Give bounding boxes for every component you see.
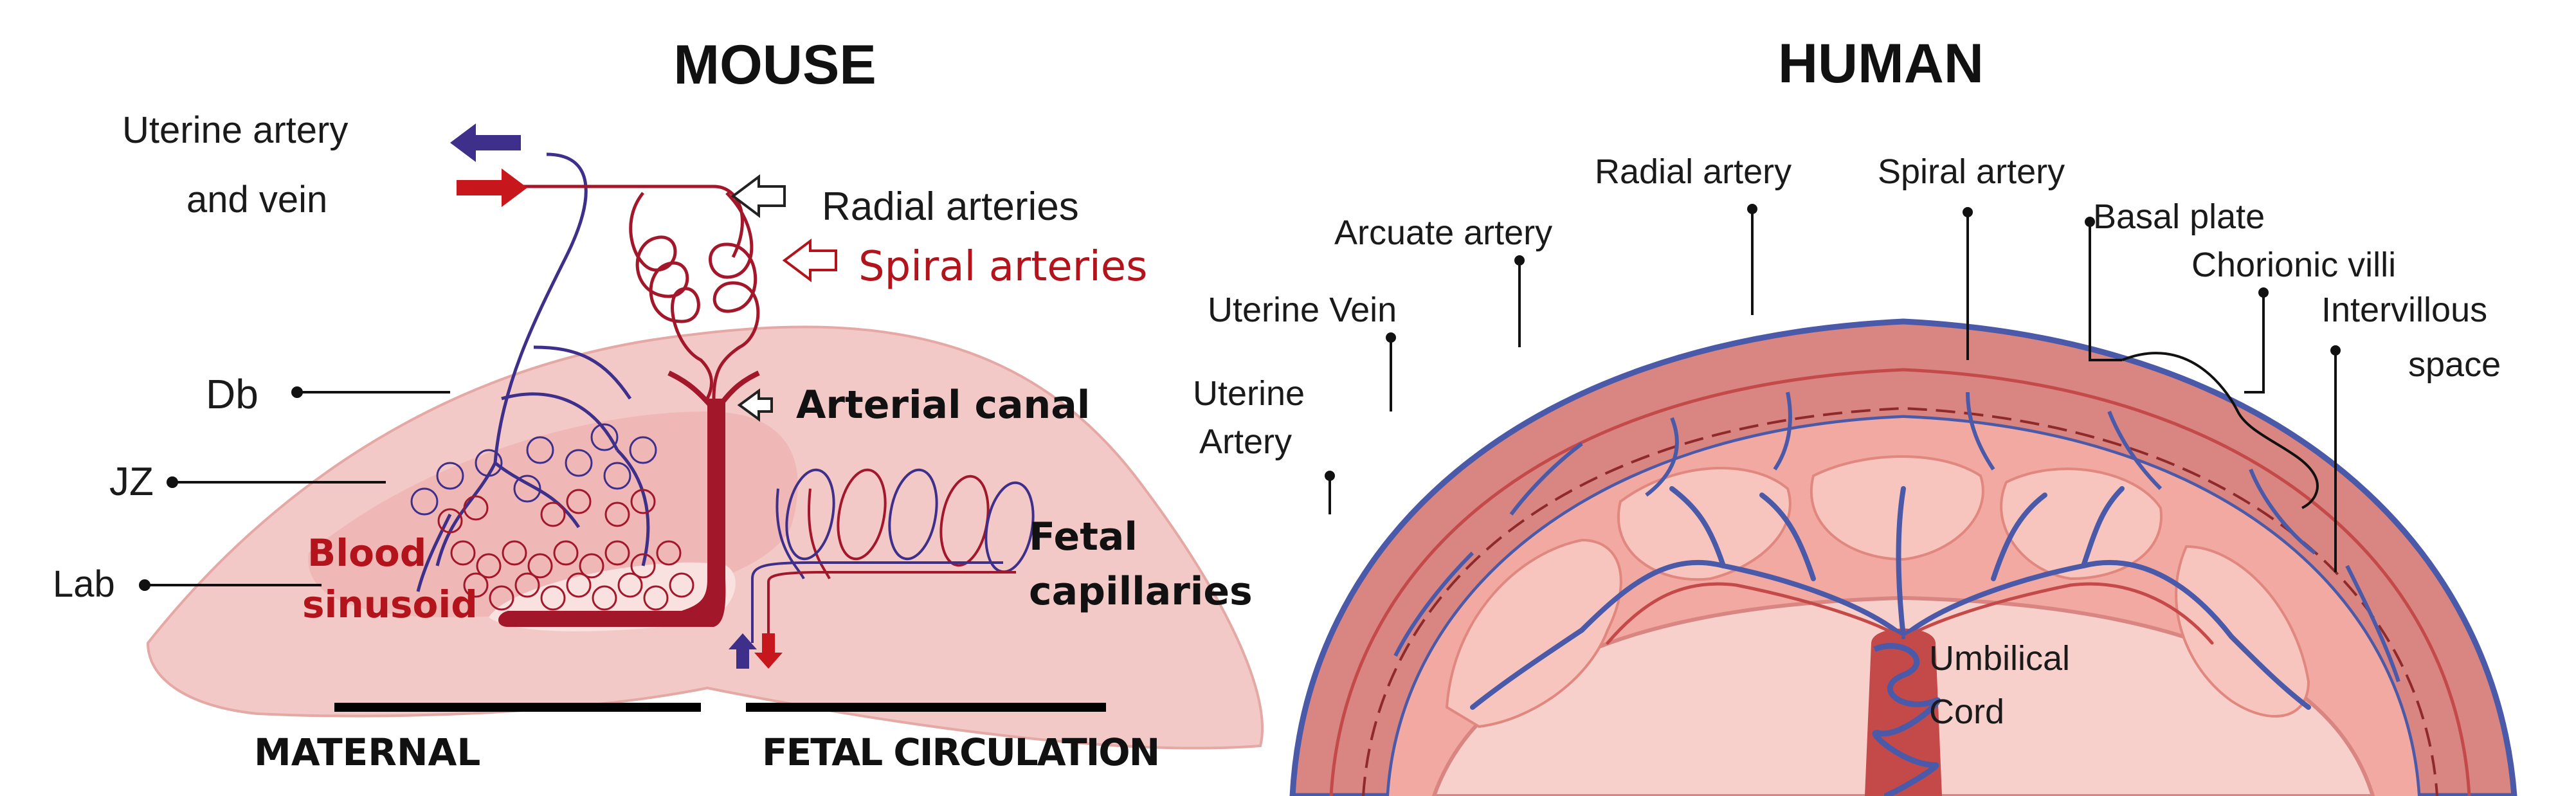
spiral-arteries-label: Spiral arteries: [858, 243, 1148, 291]
chorionic-villi-label: Chorionic villi: [2191, 246, 2396, 284]
maternal-label: MATERNAL: [254, 730, 480, 774]
uterine-artery-label-line1: Uterine artery: [122, 109, 348, 151]
uterine-artery-label-line1: Uterine: [1193, 374, 1305, 413]
human-wall-inner-band: [1329, 368, 2471, 796]
mouse-fetal-capillaries: [751, 468, 1035, 643]
intervillous-label-line1: Intervillous: [2321, 291, 2487, 329]
human-panel: HUMAN: [1193, 33, 2517, 796]
mouse-vein-out-arrow: [450, 123, 521, 162]
fetal-capillaries-label-line1: Fetal: [1029, 514, 1138, 559]
spiral-artery-label: Spiral artery: [1878, 152, 2065, 191]
umbilical-cord-label-line2: Cord: [1929, 692, 2004, 731]
db-label: Db: [206, 371, 259, 417]
basal-plate-label: Basal plate: [2093, 197, 2265, 236]
human-umbilical-cord: [1865, 628, 1942, 796]
jz-label: JZ: [109, 460, 154, 504]
arterial-canal-arrow: [737, 388, 773, 422]
mouse-artery-in-arrow: [457, 168, 527, 207]
mouse-panel: MOUSE: [53, 34, 1264, 774]
arcuate-artery-label: Arcuate artery: [1334, 213, 1552, 252]
human-wall-vessels: [1393, 392, 2400, 682]
uterine-vein-label: Uterine Vein: [1208, 291, 1397, 329]
mouse-arterial-canal: [498, 399, 726, 627]
arterial-canal-label: Arterial canal: [796, 383, 1090, 428]
blood-sinusoid-label-line2: sinusoid: [302, 583, 478, 626]
mouse-radial-spiral-arteries: [521, 185, 760, 400]
blood-sinusoid-label-line1: Blood: [307, 531, 426, 575]
human-umbilical-cord-coil: [1872, 643, 1941, 796]
human-villous-vessels: [1470, 486, 2311, 710]
radial-arteries-arrow: [730, 174, 786, 218]
radial-artery-label: Radial artery: [1595, 152, 1791, 191]
mouse-title: MOUSE: [673, 34, 876, 96]
umbilical-cord-label-line1: Umbilical: [1929, 639, 2070, 678]
spiral-arteries-arrow: [782, 239, 837, 282]
fetal-vein-up-arrow: [729, 633, 757, 669]
uterine-artery-label-line2: and vein: [186, 179, 327, 221]
lab-label: Lab: [53, 563, 115, 605]
fetal-artery-down-arrow: [754, 633, 783, 669]
mouse-sinusoid-mesh: [437, 489, 694, 611]
radial-arteries-label: Radial arteries: [822, 185, 1079, 229]
human-title: HUMAN: [1778, 33, 1984, 95]
fetal-capillaries-label-line2: capillaries: [1029, 569, 1253, 614]
human-villous-arteries: [1606, 582, 2214, 645]
basal-plate-bracket: [2121, 352, 2319, 509]
mouse-vein-mesh: [410, 423, 657, 516]
fetal-circulation-label: FETAL CIRCULATION: [762, 730, 1159, 774]
intervillous-label-line2: space: [2408, 345, 2501, 384]
human-leader-lines: [1325, 204, 2341, 572]
uterine-artery-label-line2: Artery: [1199, 422, 1292, 461]
mouse-canal-branch: [667, 370, 760, 413]
